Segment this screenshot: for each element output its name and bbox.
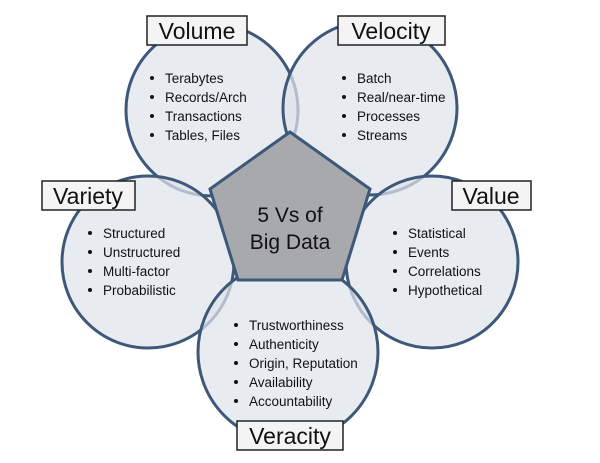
veracity-item: Accountability — [249, 394, 333, 409]
center-title-line2: Big Data — [250, 231, 331, 254]
variety-bullet — [88, 269, 92, 273]
value-item: Hypothetical — [408, 283, 482, 298]
value-bullet — [393, 288, 397, 292]
variety-title: Variety — [53, 183, 123, 209]
volume-bullet — [150, 133, 154, 137]
volume-bullet — [150, 76, 154, 80]
velocity-title: Velocity — [351, 18, 431, 44]
volume-bullet — [150, 95, 154, 99]
value-item: Events — [408, 245, 450, 260]
veracity-bullet — [234, 342, 238, 346]
volume-title-box — [146, 15, 248, 46]
variety-title-box — [41, 180, 136, 211]
variety-bullet — [88, 231, 92, 235]
velocity-item: Batch — [357, 71, 392, 86]
center-title-line1: 5 Vs of — [257, 204, 323, 227]
velocity-bullet — [342, 95, 346, 99]
veracity-bullet — [234, 361, 238, 365]
veracity-title: Veracity — [249, 423, 331, 449]
velocity-item: Real/near-time — [357, 90, 446, 105]
value-bullet — [393, 231, 397, 235]
veracity-item: Availability — [249, 375, 313, 390]
volume-title: Volume — [159, 18, 236, 44]
volume-item: Records/Arch — [165, 90, 247, 105]
variety-item: Unstructured — [103, 245, 180, 260]
value-item: Correlations — [408, 264, 481, 279]
velocity-item: Processes — [357, 109, 420, 124]
veracity-circle — [196, 260, 380, 444]
veracity-item: Origin, Reputation — [249, 356, 358, 371]
variety-item: Probabilistic — [103, 283, 176, 298]
velocity-bullet — [342, 76, 346, 80]
variety-list: Structured Unstructured Multi-factor Pro… — [88, 226, 180, 298]
volume-item: Tables, Files — [165, 128, 240, 143]
variety-item: Multi-factor — [103, 264, 170, 279]
veracity-list: Trustworthiness Authenticity Origin, Rep… — [234, 318, 358, 409]
value-title: Value — [462, 183, 519, 209]
value-title-box — [451, 180, 532, 211]
velocity-bullet — [342, 133, 346, 137]
veracity-bullet — [234, 380, 238, 384]
veracity-bullet — [234, 399, 238, 403]
velocity-list: Batch Real/near-time Processes Streams — [342, 71, 446, 143]
volume-item: Terabytes — [165, 71, 224, 86]
volume-bullet — [150, 114, 154, 118]
volume-item: Transactions — [165, 109, 242, 124]
velocity-item: Streams — [357, 128, 408, 143]
variety-item: Structured — [103, 226, 165, 241]
veracity-bullet — [234, 323, 238, 327]
variety-bullet — [88, 288, 92, 292]
velocity-title-box — [337, 15, 446, 46]
veracity-item: Trustworthiness — [249, 318, 344, 333]
value-item: Statistical — [408, 226, 466, 241]
value-bullet — [393, 269, 397, 273]
volume-list: Terabytes Records/Arch Transactions Tabl… — [150, 71, 247, 143]
center-pentagon — [208, 130, 372, 282]
velocity-bullet — [342, 114, 346, 118]
veracity-item: Authenticity — [249, 337, 319, 352]
veracity-title-box — [236, 420, 344, 451]
variety-bullet — [88, 250, 92, 254]
value-bullet — [393, 250, 397, 254]
value-list: Statistical Events Correlations Hypothet… — [393, 226, 482, 298]
